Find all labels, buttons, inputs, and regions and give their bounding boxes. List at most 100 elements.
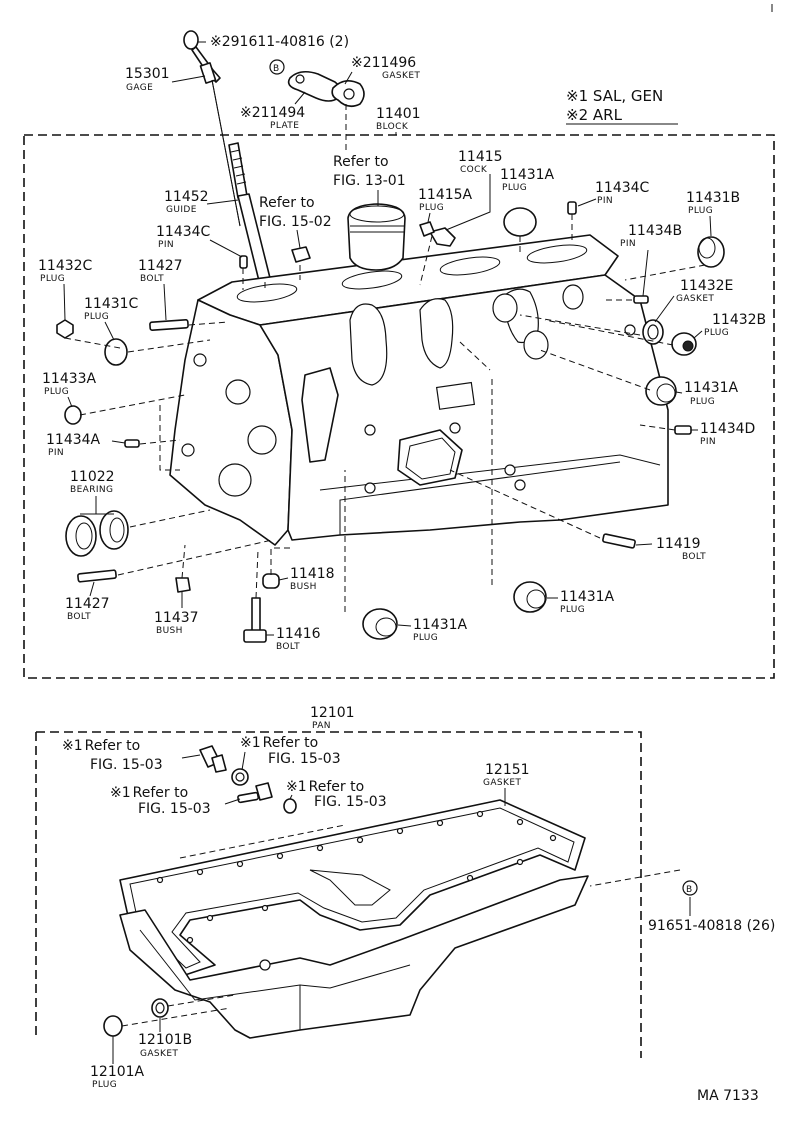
- svg-text:11419: 11419: [656, 536, 701, 552]
- svg-text:MA 7133: MA 7133: [697, 1088, 759, 1104]
- svg-text:11432B: 11432B: [712, 312, 766, 328]
- svg-text:12101A: 12101A: [90, 1064, 145, 1080]
- svg-text:BOLT: BOLT: [67, 612, 91, 622]
- svg-text:PIN: PIN: [700, 437, 716, 447]
- svg-text:11431C: 11431C: [84, 296, 139, 312]
- dipstick-gage: [183, 30, 271, 282]
- svg-text:PIN: PIN: [48, 448, 64, 458]
- svg-text:※2 ARL: ※2 ARL: [566, 106, 623, 124]
- svg-text:FIG. 15-03: FIG. 15-03: [90, 757, 163, 773]
- svg-text:B: B: [273, 64, 280, 74]
- svg-text:COCK: COCK: [460, 165, 488, 175]
- svg-text:PLUG: PLUG: [560, 605, 585, 615]
- svg-text:PLUG: PLUG: [40, 274, 65, 284]
- svg-text:※291611-40816 (2): ※291611-40816 (2): [210, 34, 349, 50]
- svg-text:BUSH: BUSH: [156, 626, 183, 636]
- svg-text:11434C: 11434C: [595, 180, 650, 196]
- svg-text:11431A: 11431A: [500, 167, 555, 183]
- svg-text:FIG. 15-03: FIG. 15-03: [138, 801, 211, 817]
- svg-text:PLUG: PLUG: [502, 183, 527, 193]
- svg-text:PIN: PIN: [620, 239, 636, 249]
- pan-small-parts: B: [103, 745, 698, 1037]
- svg-text:BOLT: BOLT: [682, 552, 706, 562]
- bolt-circle-b-icon: [682, 880, 698, 896]
- svg-text:11418: 11418: [290, 566, 335, 582]
- svg-text:PLUG: PLUG: [92, 1080, 117, 1090]
- svg-text:11434A: 11434A: [46, 432, 101, 448]
- svg-text:GASKET: GASKET: [140, 1049, 178, 1059]
- svg-text:PLATE: PLATE: [270, 121, 299, 131]
- pan-frame: [35, 731, 642, 1058]
- bolt-circle-b-icon: [269, 59, 285, 75]
- svg-text:GASKET: GASKET: [676, 294, 714, 304]
- svg-text:11416: 11416: [276, 626, 321, 642]
- svg-text:FIG. 15-03: FIG. 15-03: [314, 794, 387, 810]
- svg-text:PLUG: PLUG: [704, 328, 729, 338]
- svg-text:Refer to: Refer to: [259, 195, 315, 211]
- svg-text:11401: 11401: [376, 106, 421, 122]
- svg-text:11437: 11437: [154, 610, 199, 626]
- block-small-parts: [56, 201, 725, 643]
- svg-text:11431A: 11431A: [560, 589, 615, 605]
- svg-text:BLOCK: BLOCK: [376, 122, 409, 132]
- svg-text:GASKET: GASKET: [483, 778, 521, 788]
- piston-reference: [347, 203, 406, 271]
- svg-text:PAN: PAN: [312, 721, 331, 731]
- svg-text:PLUG: PLUG: [44, 387, 69, 397]
- svg-text:PIN: PIN: [158, 240, 174, 250]
- svg-text:GASKET: GASKET: [382, 71, 420, 81]
- svg-text:BUSH: BUSH: [290, 582, 317, 592]
- svg-text:B: B: [686, 885, 693, 895]
- gasket-plate: B: [269, 59, 365, 108]
- svg-text:11432C: 11432C: [38, 258, 93, 274]
- svg-text:※211494: ※211494: [240, 105, 305, 121]
- svg-text:GAGE: GAGE: [126, 83, 153, 93]
- svg-text:BEARING: BEARING: [70, 485, 113, 495]
- svg-text:Refer to: Refer to: [333, 154, 389, 170]
- svg-text:FIG. 15-03: FIG. 15-03: [268, 751, 341, 767]
- svg-text:11415: 11415: [458, 149, 503, 165]
- svg-text:12101: 12101: [310, 705, 355, 721]
- svg-text:FIG. 15-02: FIG. 15-02: [259, 214, 332, 230]
- svg-text:PLUG: PLUG: [413, 633, 438, 643]
- svg-text:11432E: 11432E: [680, 278, 733, 294]
- svg-text:12101B: 12101B: [138, 1032, 192, 1048]
- svg-text:PLUG: PLUG: [84, 312, 109, 322]
- svg-text:BOLT: BOLT: [276, 642, 300, 652]
- svg-text:PLUG: PLUG: [688, 206, 713, 216]
- svg-text:※211496: ※211496: [351, 55, 416, 71]
- svg-text:FIG. 13-01: FIG. 13-01: [333, 173, 406, 189]
- svg-text:11431A: 11431A: [684, 380, 739, 396]
- block-frame: [23, 134, 775, 679]
- svg-text:※1 SAL, GEN: ※1 SAL, GEN: [566, 87, 663, 105]
- legend: ※1 SAL, GEN ※2 ARL: [566, 87, 678, 125]
- svg-text:11022: 11022: [70, 469, 115, 485]
- svg-text:11427: 11427: [65, 596, 110, 612]
- svg-text:11452: 11452: [164, 189, 209, 205]
- svg-text:PLUG: PLUG: [419, 203, 444, 213]
- svg-text:11434B: 11434B: [628, 223, 682, 239]
- svg-text:11427: 11427: [138, 258, 183, 274]
- svg-text:GUIDE: GUIDE: [166, 205, 197, 215]
- svg-text:91651-40818 (26): 91651-40818 (26): [648, 918, 775, 934]
- engine-block: [169, 234, 669, 546]
- svg-text:12151: 12151: [485, 762, 530, 778]
- block-leader-lines: [64, 214, 706, 612]
- svg-text:11433A: 11433A: [42, 371, 97, 387]
- svg-text:11434D: 11434D: [700, 421, 755, 437]
- svg-text:11434C: 11434C: [156, 224, 211, 240]
- svg-text:PLUG: PLUG: [690, 397, 715, 407]
- oil-pan: [119, 799, 681, 1039]
- svg-text:PIN: PIN: [597, 196, 613, 206]
- svg-text:11431B: 11431B: [686, 190, 740, 206]
- block-labels: Refer to FIG. 13-01 Refer to FIG. 15-02 …: [38, 149, 766, 652]
- svg-text:11431A: 11431A: [413, 617, 468, 633]
- svg-text:11415A: 11415A: [418, 187, 473, 203]
- svg-text:BOLT: BOLT: [140, 274, 164, 284]
